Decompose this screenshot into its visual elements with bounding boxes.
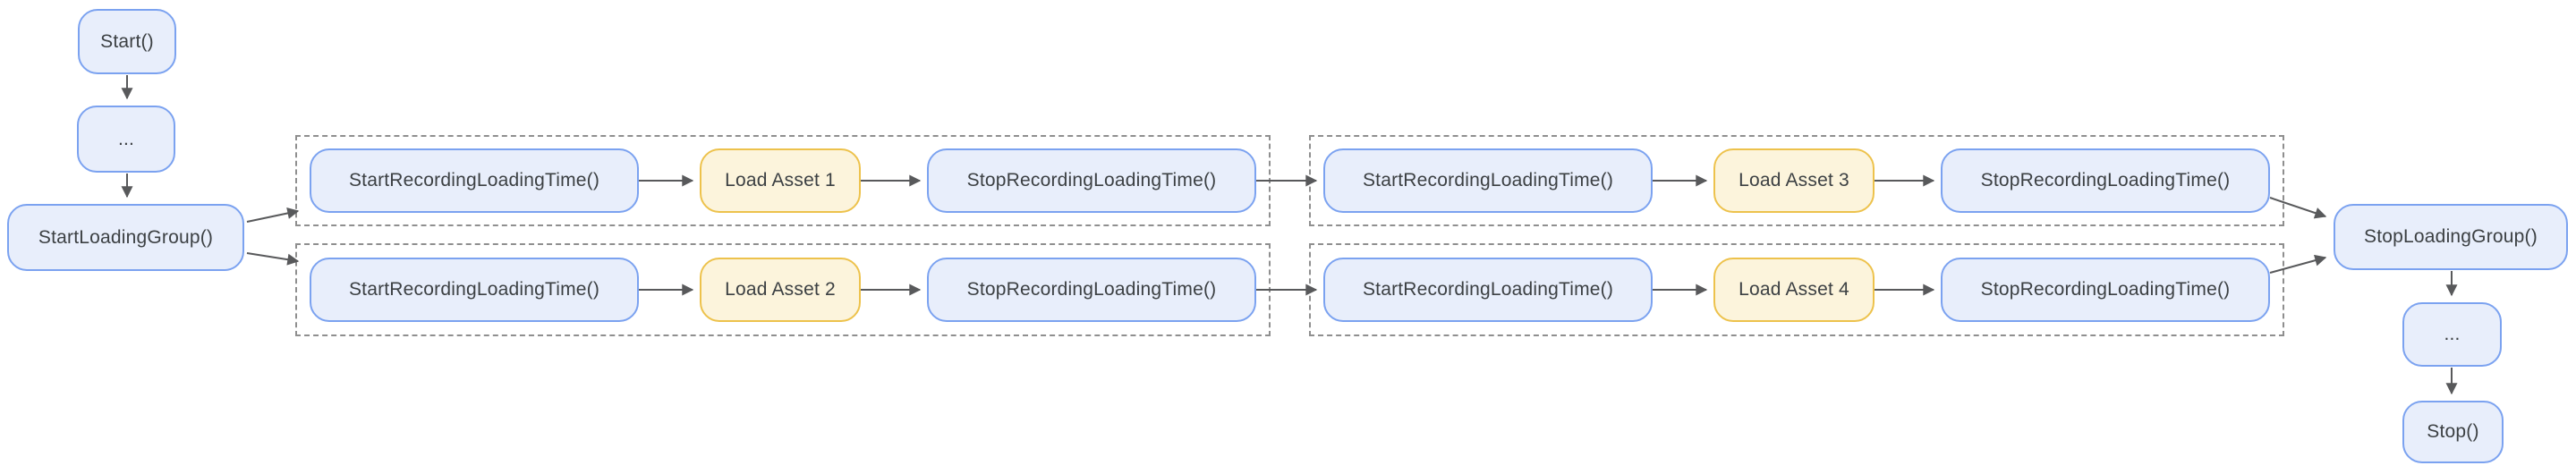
- edge-startloadinggroup-to-row2: [246, 252, 300, 266]
- node-stop-recording-g2-r2: StopRecordingLoadingTime(): [1941, 258, 2270, 322]
- node-start-recording-g1-r1: StartRecordingLoadingTime(): [310, 148, 639, 213]
- node-ellipsis-bottom: ...: [2402, 302, 2502, 367]
- node-load-asset-3: Load Asset 3: [1713, 148, 1875, 213]
- node-stop-recording-g1-r2: StopRecordingLoadingTime(): [927, 258, 1256, 322]
- node-stop: Stop(): [2402, 401, 2504, 463]
- node-start: Start(): [78, 9, 176, 74]
- node-start-recording-g2-r2: StartRecordingLoadingTime(): [1323, 258, 1653, 322]
- node-start-recording-g2-r1: StartRecordingLoadingTime(): [1323, 148, 1653, 213]
- node-stop-recording-g1-r1: StopRecordingLoadingTime(): [927, 148, 1256, 213]
- node-load-asset-1: Load Asset 1: [700, 148, 861, 213]
- node-stop-loading-group: StopLoadingGroup(): [2334, 204, 2568, 270]
- node-start-recording-g1-r2: StartRecordingLoadingTime(): [310, 258, 639, 322]
- node-start-loading-group: StartLoadingGroup(): [7, 204, 244, 271]
- node-stop-recording-g2-r1: StopRecordingLoadingTime(): [1941, 148, 2270, 213]
- edge-startloadinggroup-to-row1: [246, 207, 300, 223]
- node-ellipsis-top: ...: [77, 106, 175, 173]
- node-load-asset-2: Load Asset 2: [700, 258, 861, 322]
- node-load-asset-4: Load Asset 4: [1713, 258, 1875, 322]
